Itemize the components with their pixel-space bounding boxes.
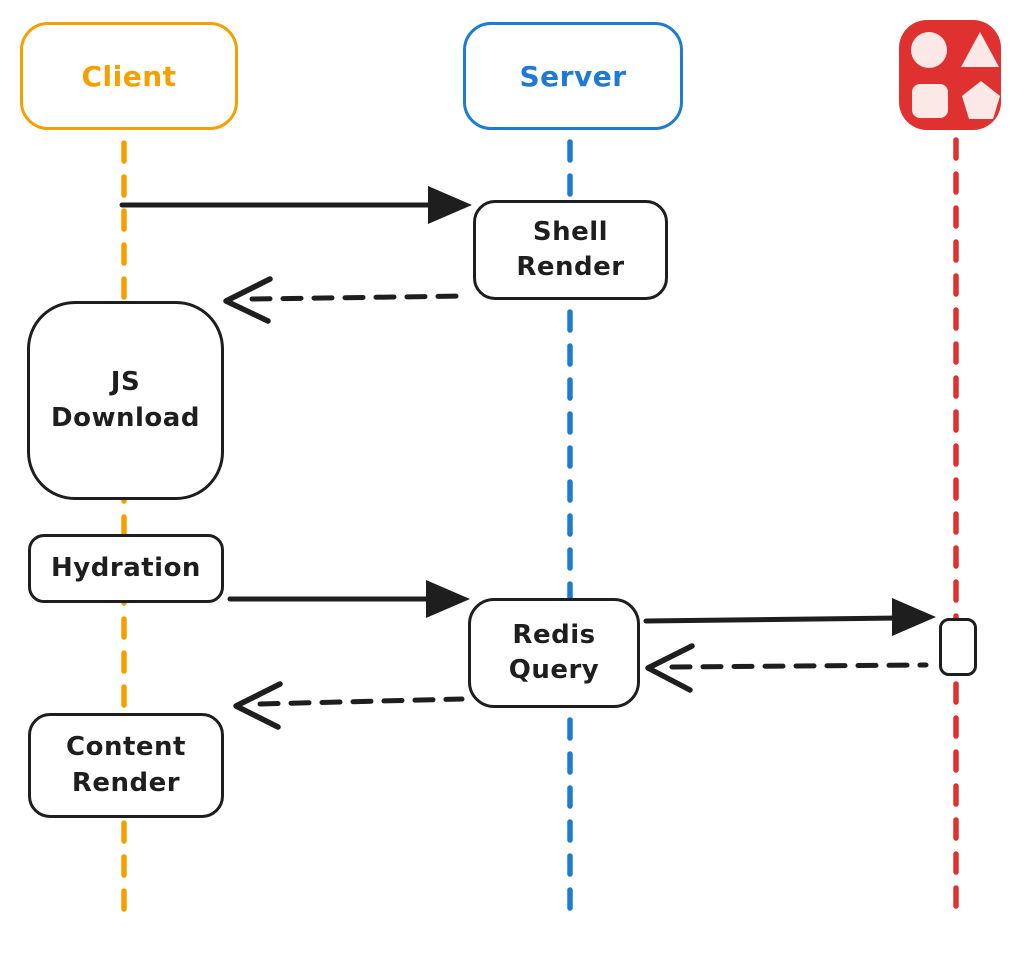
actor-client: Client [20,22,238,130]
js-download-box: JS Download [27,301,224,500]
arrowhead-right [892,598,936,636]
pentagon-shape [962,81,1000,119]
hydration-box: Hydration [28,534,224,603]
triangle-shape [961,32,999,67]
arrowhead-right [426,580,470,618]
edge-shaft [249,293,469,302]
shapes-icon [899,20,1001,130]
circle-shape [911,32,947,68]
edge-hydration-to-redis-query [227,580,470,618]
redis-activation-box [939,618,977,676]
shell-render-box: Shell Render [473,200,668,300]
content-render-box: Content Render [28,713,224,818]
redis-query-box: Redis Query [468,598,640,708]
edge-shell-render-to-js-download [223,276,469,324]
arrowhead-left-open [645,643,695,693]
edge-client-to-shell-render [119,186,472,224]
edge-redis-query-to-content-render [233,681,465,730]
arrowhead-right [428,186,472,224]
square-shape [912,84,948,118]
edge-redis-query-to-redis [643,598,936,636]
actor-redis [899,20,1001,130]
edge-shaft [643,615,899,624]
edge-shaft [257,696,465,707]
arrowhead-left-open [233,681,283,730]
edge-redis-to-redis-query [645,643,929,693]
edge-shaft [669,662,929,670]
arrowhead-left-open [223,276,273,324]
actor-server: Server [463,22,683,130]
